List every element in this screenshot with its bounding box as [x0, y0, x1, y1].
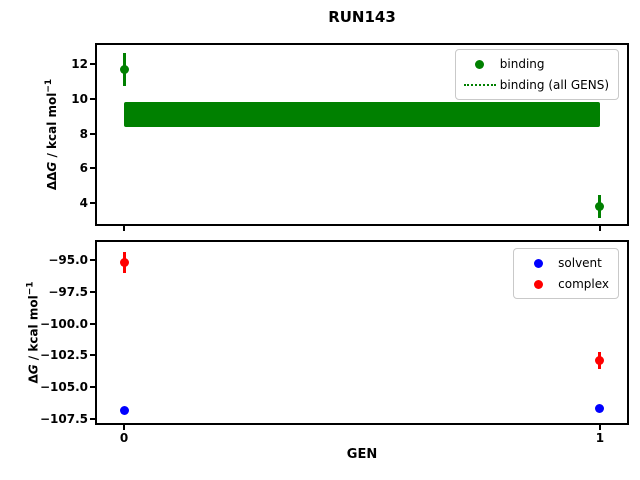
green-dotted-line-icon [463, 84, 496, 86]
solvent-point [595, 404, 605, 414]
y-tick-mark [90, 97, 95, 100]
complex-point [595, 356, 605, 366]
y-tick-mark [90, 386, 95, 389]
y-tick-mark [90, 167, 95, 170]
x-tick-mark [123, 425, 126, 430]
red-dot-icon [533, 279, 543, 289]
binding-marker-icon [460, 59, 500, 69]
x-tick-label: 1 [595, 431, 605, 445]
solvent-point [119, 405, 129, 415]
ylabel-top-prefix: ΔΔ [45, 171, 60, 191]
y-tick-mark [90, 63, 95, 66]
axes-top-binding: binding binding (all GENS) 12 10 8 6 4 [71, 43, 629, 231]
y-tick-label: 12 [71, 57, 88, 72]
ylabel-bottom-superscript: −1 [25, 281, 36, 296]
x-axis-label: GEN [346, 447, 378, 462]
green-dot-icon [475, 59, 485, 69]
legend-item-binding-all-gens: binding (all GENS) [460, 75, 609, 95]
chart-title: RUN143 [328, 8, 396, 26]
y-tick-label: 8 [79, 126, 88, 141]
legend-label-complex: complex [558, 277, 609, 291]
x-tick-mark [123, 226, 126, 231]
y-tick-mark [90, 290, 95, 293]
ylabel-bottom-units: / kcal mol [26, 295, 41, 365]
binding-all-gens-band [124, 102, 600, 127]
y-tick-label: −100.0 [39, 316, 88, 331]
y-axis-label-top-text: ΔΔG / kcal mol−1 [45, 79, 60, 190]
ylabel-bottom-prefix: Δ [26, 374, 41, 384]
ylabel-bottom-symbol: G [26, 364, 41, 375]
legend-label-binding: binding [499, 57, 545, 71]
blue-dot-icon [533, 258, 543, 268]
y-tick-mark [90, 132, 95, 135]
y-tick-mark [90, 354, 95, 357]
y-tick-label: −95.0 [48, 252, 88, 267]
x-tick-label: 0 [119, 431, 129, 445]
y-tick-label: −97.5 [48, 284, 88, 299]
y-tick-label: 10 [71, 91, 88, 106]
complex-marker-icon [518, 279, 558, 289]
legend-item-complex: complex [518, 274, 609, 294]
legend-label-binding-all-gens: binding (all GENS) [499, 78, 609, 92]
y-tick-mark [90, 202, 95, 205]
legend-label-solvent: solvent [558, 256, 602, 270]
binding-all-gens-marker-icon [460, 84, 500, 86]
axes-bottom-delta-g: solvent complex −95.0 −97.5 −100.0 −102.5 −1… [40, 240, 629, 445]
y-axis-label-top: ΔΔG / kcal mol−1 [44, 43, 60, 226]
y-tick-label: −107.5 [39, 412, 88, 427]
ylabel-top-units: / kcal mol [45, 92, 60, 162]
x-tick-mark [598, 226, 601, 231]
y-tick-label: −102.5 [39, 348, 88, 363]
y-tick-mark [90, 418, 95, 421]
x-tick-mark [598, 425, 601, 430]
binding-point [119, 64, 129, 74]
y-tick-label: 4 [79, 196, 88, 211]
legend-item-binding: binding [460, 54, 609, 74]
ylabel-top-symbol: G [45, 161, 60, 172]
binding-point [595, 202, 605, 212]
legend-top: binding binding (all GENS) [454, 49, 619, 100]
legend-bottom: solvent complex [513, 248, 619, 299]
y-tick-mark [90, 258, 95, 261]
y-axis-label-bottom: ΔG / kcal mol−1 [25, 240, 41, 425]
y-tick-label: 6 [79, 161, 88, 176]
solvent-marker-icon [518, 258, 558, 268]
y-axis-label-bottom-text: ΔG / kcal mol−1 [26, 281, 41, 383]
ylabel-top-superscript: −1 [44, 78, 55, 93]
complex-point [119, 257, 129, 267]
legend-item-solvent: solvent [518, 253, 609, 273]
y-tick-label: −105.0 [39, 380, 88, 395]
y-tick-mark [90, 322, 95, 325]
